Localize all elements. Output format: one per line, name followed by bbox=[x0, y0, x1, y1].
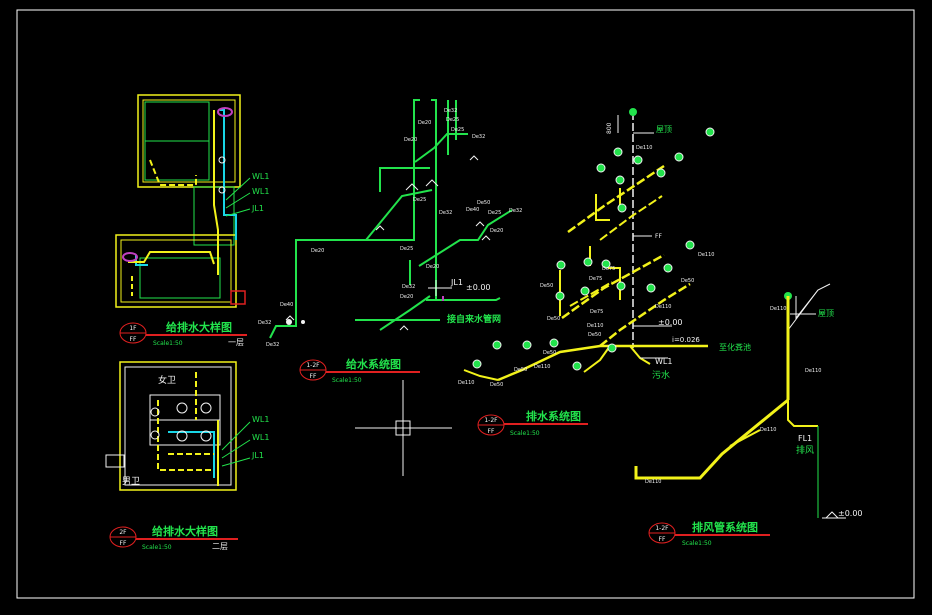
room-women: 女卫 bbox=[158, 374, 176, 386]
ws-size-13: De20 bbox=[490, 228, 503, 234]
drain-size-11: De110 bbox=[534, 364, 550, 370]
drain-sewage: 污水 bbox=[652, 369, 670, 381]
title-2f-detail: 给排水大样图 bbox=[152, 524, 218, 538]
exhaust-riser: FL1 bbox=[798, 434, 812, 443]
ws-size-5: De20 bbox=[404, 137, 417, 143]
ws-size-20: De32 bbox=[258, 320, 271, 326]
drain-size-9: De50 bbox=[588, 332, 601, 338]
exhaust-label: 排风 bbox=[796, 444, 814, 456]
detail-1f: WL1 WL1 JL1 1F FF 给排水大样图 Scale1:50 一层 bbox=[115, 94, 269, 347]
drain-size-4: De50 bbox=[681, 278, 694, 284]
drain-to-well: 至化粪池 bbox=[719, 342, 751, 352]
title-drainage: 排水系统图 bbox=[526, 409, 581, 423]
scale-2f: Scale1:50 bbox=[142, 544, 172, 551]
label-1f-wl1-a: WL1 bbox=[252, 172, 269, 181]
exhaust-size-3: De110 bbox=[760, 427, 776, 433]
bubble-drain-bottom: FF bbox=[488, 428, 495, 435]
drain-size-8: De110 bbox=[587, 323, 603, 329]
drain-size-5: De75 bbox=[589, 276, 602, 282]
bubble-exhaust-top: 1-2F bbox=[655, 525, 669, 532]
exhaust-roof-label: 屋顶 bbox=[818, 309, 834, 318]
drain-size-7: De110 bbox=[655, 304, 671, 310]
ws-size-10: De25 bbox=[488, 210, 501, 216]
ws-main-label: JL1 bbox=[450, 278, 463, 287]
drain-size-10: De50 bbox=[547, 316, 560, 322]
drain-size-1: De110 bbox=[636, 145, 652, 151]
title-1f-detail: 给排水大样图 bbox=[166, 320, 232, 334]
bubble-1f-top: 1F bbox=[129, 325, 137, 332]
exhaust-size-4: De110 bbox=[645, 479, 661, 485]
drain-size-14: De50 bbox=[514, 367, 527, 373]
floor-2f: 二层 bbox=[212, 542, 228, 551]
ws-size-15: De25 bbox=[400, 246, 413, 252]
ws-note: 接自来水管网 bbox=[447, 313, 501, 325]
ws-size-17: De32 bbox=[402, 284, 415, 290]
drain-riser: WL1 bbox=[655, 357, 672, 366]
ws-size-11: De50 bbox=[477, 200, 490, 206]
drain-slope: i=0.026 bbox=[672, 336, 700, 344]
bubble-ws-bottom: FF bbox=[310, 373, 317, 380]
drain-size-16: De50 bbox=[490, 382, 503, 388]
crosshair-cursor-icon bbox=[355, 380, 452, 476]
bubble-drain-top: 1-2F bbox=[484, 417, 498, 424]
detail-2f: 女卫 男卫 WL1 WL1 JL1 2F FF 给排水大样图 Scale1:50… bbox=[105, 361, 269, 551]
scale-drain: Scale1:50 bbox=[510, 430, 540, 437]
ws-size-16: De20 bbox=[426, 264, 439, 270]
label-2f-wl1-b: WL1 bbox=[252, 433, 269, 442]
ws-size-19: De40 bbox=[280, 302, 293, 308]
drain-elevation: ±0.00 bbox=[658, 318, 683, 327]
ws-size-2: De25 bbox=[446, 117, 459, 123]
drain-size-2: De75 bbox=[602, 266, 615, 272]
title-water-supply: 给水系统图 bbox=[346, 357, 401, 371]
scale-ws: Scale1:50 bbox=[332, 377, 362, 384]
label-2f-wl1-a: WL1 bbox=[252, 415, 269, 424]
floor-1f: 一层 bbox=[228, 338, 244, 347]
ws-size-9: De32 bbox=[439, 210, 452, 216]
drain-size-13: De50 bbox=[543, 350, 556, 356]
exhaust-elevation: ±0.00 bbox=[838, 509, 863, 518]
drain-size-3: De110 bbox=[698, 252, 714, 258]
ws-size-21: De32 bbox=[266, 342, 279, 348]
water-supply-system: De32 De25 De20 De25 De20 De32 De25 De40 … bbox=[258, 99, 522, 384]
exhaust-size-1: De110 bbox=[770, 306, 786, 312]
drain-roof-label: 屋顶 bbox=[656, 125, 672, 134]
drain-floor-mark: FF bbox=[655, 233, 662, 240]
ws-size-7: De25 bbox=[413, 197, 426, 203]
bubble-2f-top: 2F bbox=[119, 529, 127, 536]
bubble-ws-top: 1-2F bbox=[306, 362, 320, 369]
ws-size-1: De32 bbox=[444, 108, 457, 114]
ws-size-6: De32 bbox=[472, 134, 485, 140]
ws-size-8: De40 bbox=[466, 207, 479, 213]
drain-size-15: De110 bbox=[458, 380, 474, 386]
drain-size-12: De75 bbox=[590, 309, 603, 315]
bubble-exhaust-bottom: FF bbox=[659, 536, 666, 543]
drawing-frame bbox=[16, 9, 915, 599]
ws-size-3: De20 bbox=[418, 120, 431, 126]
dimension-800: 800 bbox=[606, 122, 613, 134]
scale-exhaust: Scale1:50 bbox=[682, 540, 712, 547]
drainage-system: 800 屋顶 bbox=[458, 108, 751, 437]
exhaust-size-2: De110 bbox=[805, 368, 821, 374]
bubble-2f-bottom: FF bbox=[120, 540, 127, 547]
ws-elevation: ±0.00 bbox=[466, 283, 491, 292]
label-2f-jl1: JL1 bbox=[251, 451, 264, 460]
room-men: 男卫 bbox=[122, 476, 140, 487]
ws-size-12: De32 bbox=[509, 208, 522, 214]
title-exhaust: 排风管系统图 bbox=[692, 520, 758, 534]
scale-1f: Scale1:50 bbox=[153, 340, 183, 347]
bubble-1f-bottom: FF bbox=[130, 336, 137, 343]
exhaust-system: 屋顶 De110 De110 De110 De110 FL1 排风 ±0.00 … bbox=[634, 283, 863, 547]
ws-size-18: De20 bbox=[400, 294, 413, 300]
label-1f-jl1: JL1 bbox=[251, 204, 264, 213]
ws-size-4: De25 bbox=[451, 127, 464, 133]
label-1f-wl1-b: WL1 bbox=[252, 187, 269, 196]
drain-size-6: De50 bbox=[540, 283, 553, 289]
ws-size-14: De20 bbox=[311, 248, 324, 254]
